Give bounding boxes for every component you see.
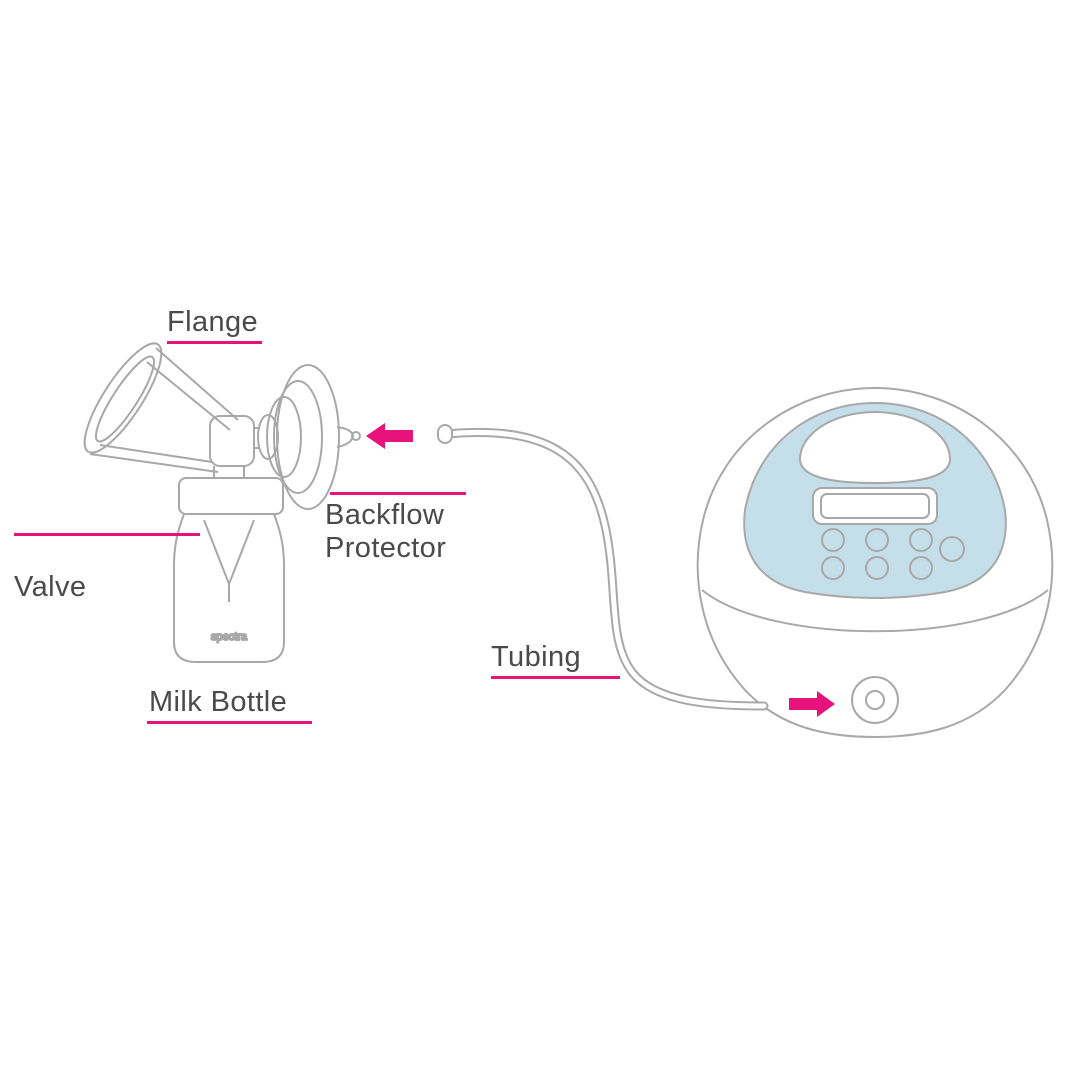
- tubing-inlet-port: [851, 676, 899, 724]
- bottle-collar: [178, 477, 284, 515]
- backflow-label-line2: Protector: [325, 532, 447, 564]
- arrow-right-icon: [789, 691, 835, 717]
- bottle-brand-text: spectra: [211, 631, 248, 643]
- pump-seam-line: [701, 589, 1049, 633]
- pump-unit-drawing: [696, 386, 1054, 739]
- milk-bottle-underline: [147, 721, 312, 724]
- arrow-left-icon: [366, 423, 413, 449]
- milk-bottle-label: Milk Bottle: [149, 686, 288, 718]
- tube-end-connector: [437, 424, 453, 444]
- valve-leader-line: [14, 533, 200, 536]
- flange-label: Flange: [167, 306, 259, 338]
- tubing-drawing: [437, 424, 769, 711]
- backflow-protector-label: Backflow Protector: [325, 499, 446, 565]
- backflow-leader-line: [330, 492, 466, 495]
- lcd-screen: [812, 487, 938, 525]
- flange-drawing: [83, 342, 260, 478]
- valve-label: Valve: [14, 571, 87, 603]
- backflow-protector-drawing: [257, 364, 361, 510]
- valve-drawing: [203, 519, 255, 602]
- milk-bottle-drawing: spectra: [173, 477, 285, 663]
- handle-cutout: [798, 410, 952, 485]
- tubing-underline: [491, 676, 620, 679]
- pump-buttons: [821, 528, 965, 580]
- backflow-label-line1: Backflow: [325, 499, 445, 531]
- tubing-label: Tubing: [491, 641, 581, 673]
- flange-underline: [167, 341, 262, 344]
- backflow-nipple: [351, 431, 361, 441]
